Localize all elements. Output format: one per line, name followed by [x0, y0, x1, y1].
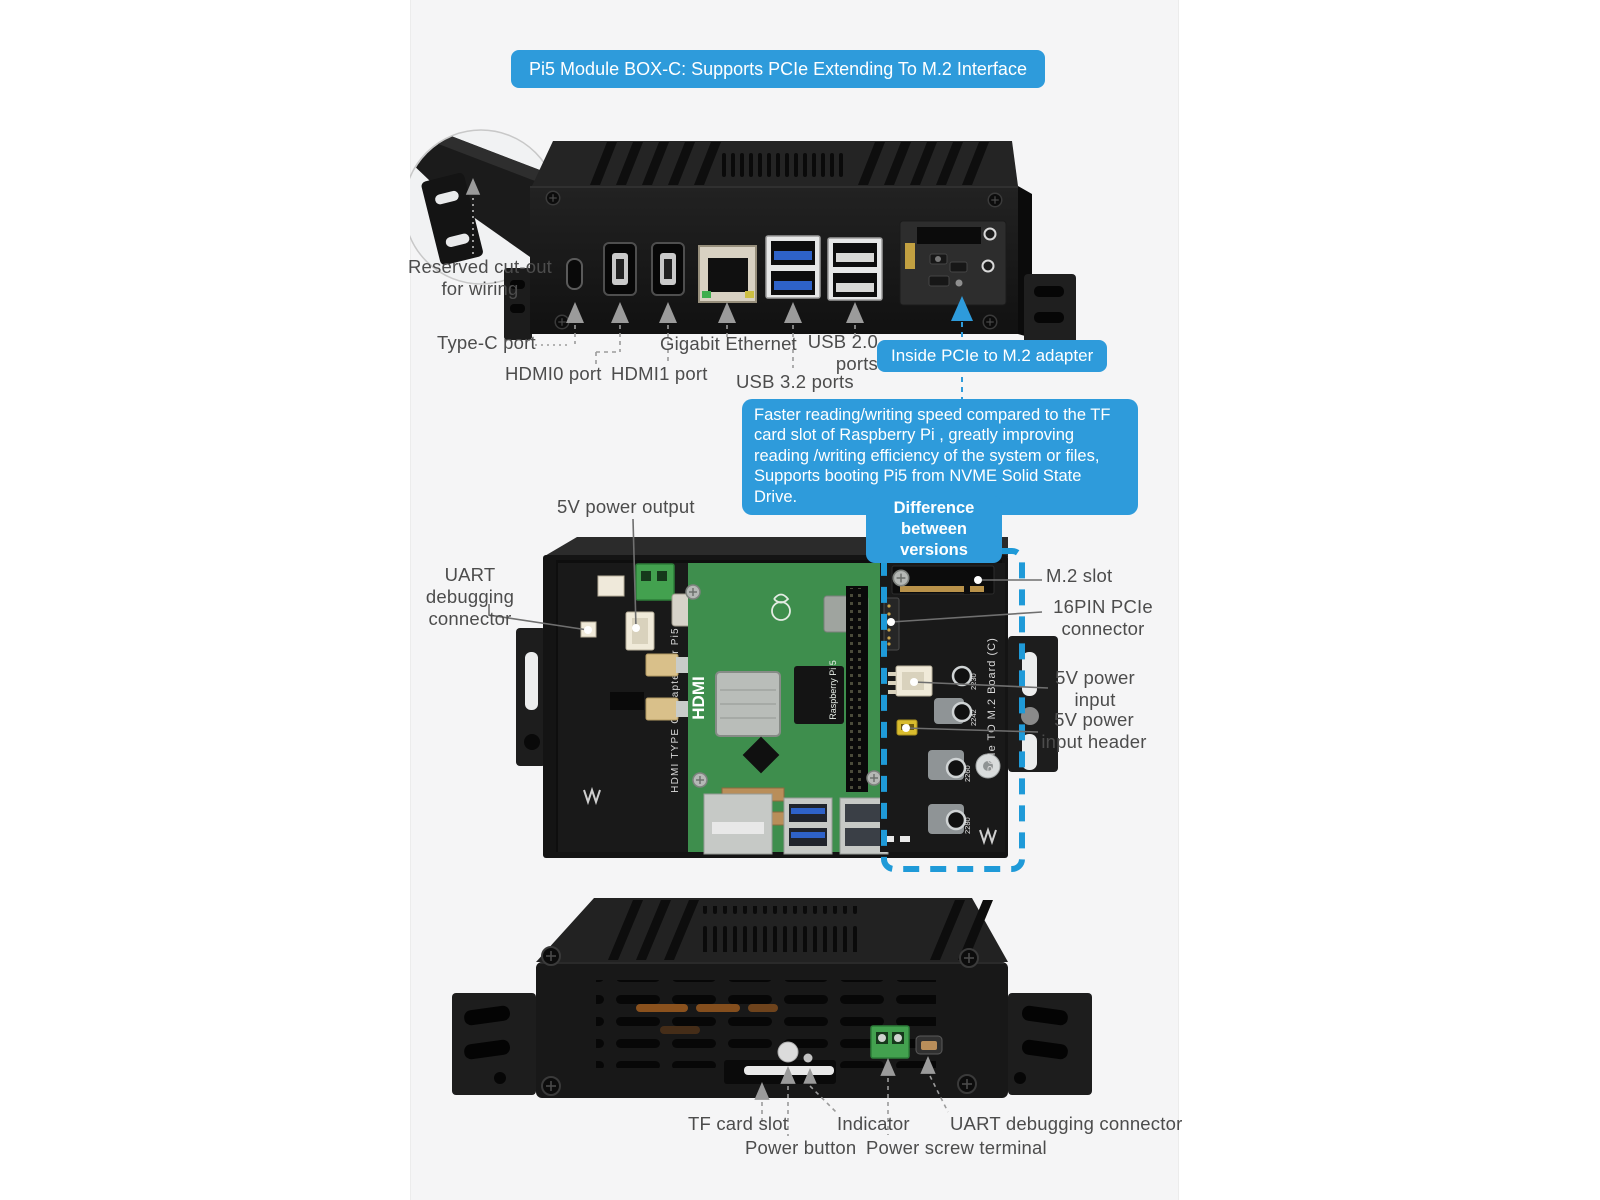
- pi-ethernet-port: [703, 793, 773, 855]
- label-type-c-port: Type-C port: [437, 332, 536, 353]
- label-m2-slot: M.2 slot: [1046, 565, 1113, 586]
- pi-silkscreen-label: Raspberry Pi 5: [828, 660, 838, 720]
- screw-icon: [541, 1076, 561, 1096]
- m2-adapter-cutout: [899, 220, 1007, 306]
- label-usb32-ports: USB 3.2 ports: [736, 371, 854, 392]
- label-5v-power-input: 5V power input: [1055, 667, 1135, 711]
- hdmi-silkscreen-label: HDMI: [689, 676, 708, 719]
- screw-icon: [959, 948, 979, 968]
- gpio-header: [846, 586, 868, 792]
- usb3-ports: [765, 235, 821, 299]
- label-reserved-cutout: Reserved cut-out for wiring: [407, 256, 553, 300]
- screw-icon: [957, 1074, 977, 1094]
- power-output-terminal: [635, 563, 675, 601]
- title-banner: Pi5 Module BOX-C: Supports PCIe Extendin…: [511, 50, 1045, 88]
- indicator-led: [803, 1053, 813, 1063]
- m2-size-mark: 2280: [963, 817, 972, 834]
- label-tf-card-slot: TF card slot: [688, 1113, 789, 1134]
- label-5v-power-output: 5V power output: [557, 496, 695, 517]
- leader-dots: [584, 576, 982, 732]
- left-mount-ear: [516, 628, 546, 766]
- heatsink: [715, 671, 781, 737]
- hdmi0-port: [603, 242, 637, 296]
- screw-icon: [545, 190, 561, 206]
- pi-usb-stack: [783, 797, 833, 855]
- m2-size-mark: 2260: [963, 765, 972, 782]
- type-c-port: [566, 258, 583, 290]
- label-5v-power-input-header: 5V power input header: [1041, 709, 1147, 753]
- label-power-button: Power button: [745, 1137, 857, 1158]
- speed-note: Faster reading/writing speed compared to…: [742, 399, 1138, 516]
- label-uart-debugging: UART debugging connector: [950, 1113, 1183, 1134]
- screw-icon: [892, 569, 910, 587]
- right-mount-bracket: [1024, 274, 1076, 344]
- label-indicator: Indicator: [837, 1113, 910, 1134]
- cutout-magnifier-inset: [410, 129, 569, 295]
- right-mount-bracket: [1008, 993, 1092, 1095]
- top-vent-grid: [700, 906, 860, 952]
- raspberry-pi-logo: [771, 593, 791, 621]
- usb2-ports: [827, 237, 883, 301]
- power-output-connector: [625, 611, 655, 651]
- left-mount-bracket: [452, 993, 536, 1095]
- badge-difference: Difference between versions: [866, 496, 1002, 563]
- inside-leader-lines: [488, 518, 1049, 733]
- label-16pin-pcie: 16PIN PCIe connector: [1053, 596, 1153, 640]
- rear-leader-lines: [761, 1075, 949, 1136]
- badge-inside-adapter: Inside PCIe to M.2 adapter: [877, 340, 1108, 372]
- raspberry-pi5-board: HDMI Raspberry Pi 5: [685, 563, 889, 855]
- power-button: [777, 1041, 799, 1063]
- screw-icon: [685, 584, 701, 600]
- screw-icon: [866, 770, 882, 786]
- hdmi1-port: [651, 242, 685, 296]
- power-screw-terminal: [870, 1025, 910, 1059]
- label-usb20-ports: USB 2.0 ports: [807, 331, 878, 375]
- uart-debug-port: [915, 1035, 943, 1055]
- front-leader-lines: [535, 325, 856, 368]
- rear-view: [452, 898, 1092, 1136]
- label-hdmi0-port: HDMI0 port: [505, 363, 602, 384]
- label-uart-connector: UART debugging connector: [425, 564, 515, 630]
- mounting-bracket-detail: [421, 172, 483, 265]
- top-vent-grid: [718, 149, 846, 179]
- m2-slot: [891, 565, 995, 595]
- label-hdmi1-port: HDMI1 port: [611, 363, 708, 384]
- tf-card-slot: [724, 1060, 836, 1084]
- label-gigabit-ethernet: Gigabit Ethernet: [660, 333, 797, 354]
- screw-icon: [692, 772, 708, 788]
- m2-size-mark: 2242: [969, 709, 978, 726]
- screw-icon: [987, 192, 1003, 208]
- product-illustration: HDMI TYPE C Adapter for Pi5: [410, 129, 1092, 1136]
- ethernet-port: [698, 245, 757, 303]
- inside-view: HDMI TYPE C Adapter for Pi5: [488, 518, 1058, 872]
- pcie-m2-board: 2230 2242 2260 2280 PCIe TO M.2 Board (C…: [880, 563, 1005, 852]
- m2-size-mark: 2230: [969, 673, 978, 690]
- hdmi-typec-adapter-board: HDMI TYPE C Adapter for Pi5: [558, 563, 723, 852]
- left-mount-bracket: [504, 268, 532, 340]
- screw-icon: [982, 314, 998, 330]
- label-power-screw-terminal: Power screw terminal: [866, 1137, 1047, 1158]
- screw-icon: [541, 946, 561, 966]
- front-view: [410, 129, 1076, 399]
- board-right-label: PCIe TO M.2 Board (C): [986, 637, 998, 773]
